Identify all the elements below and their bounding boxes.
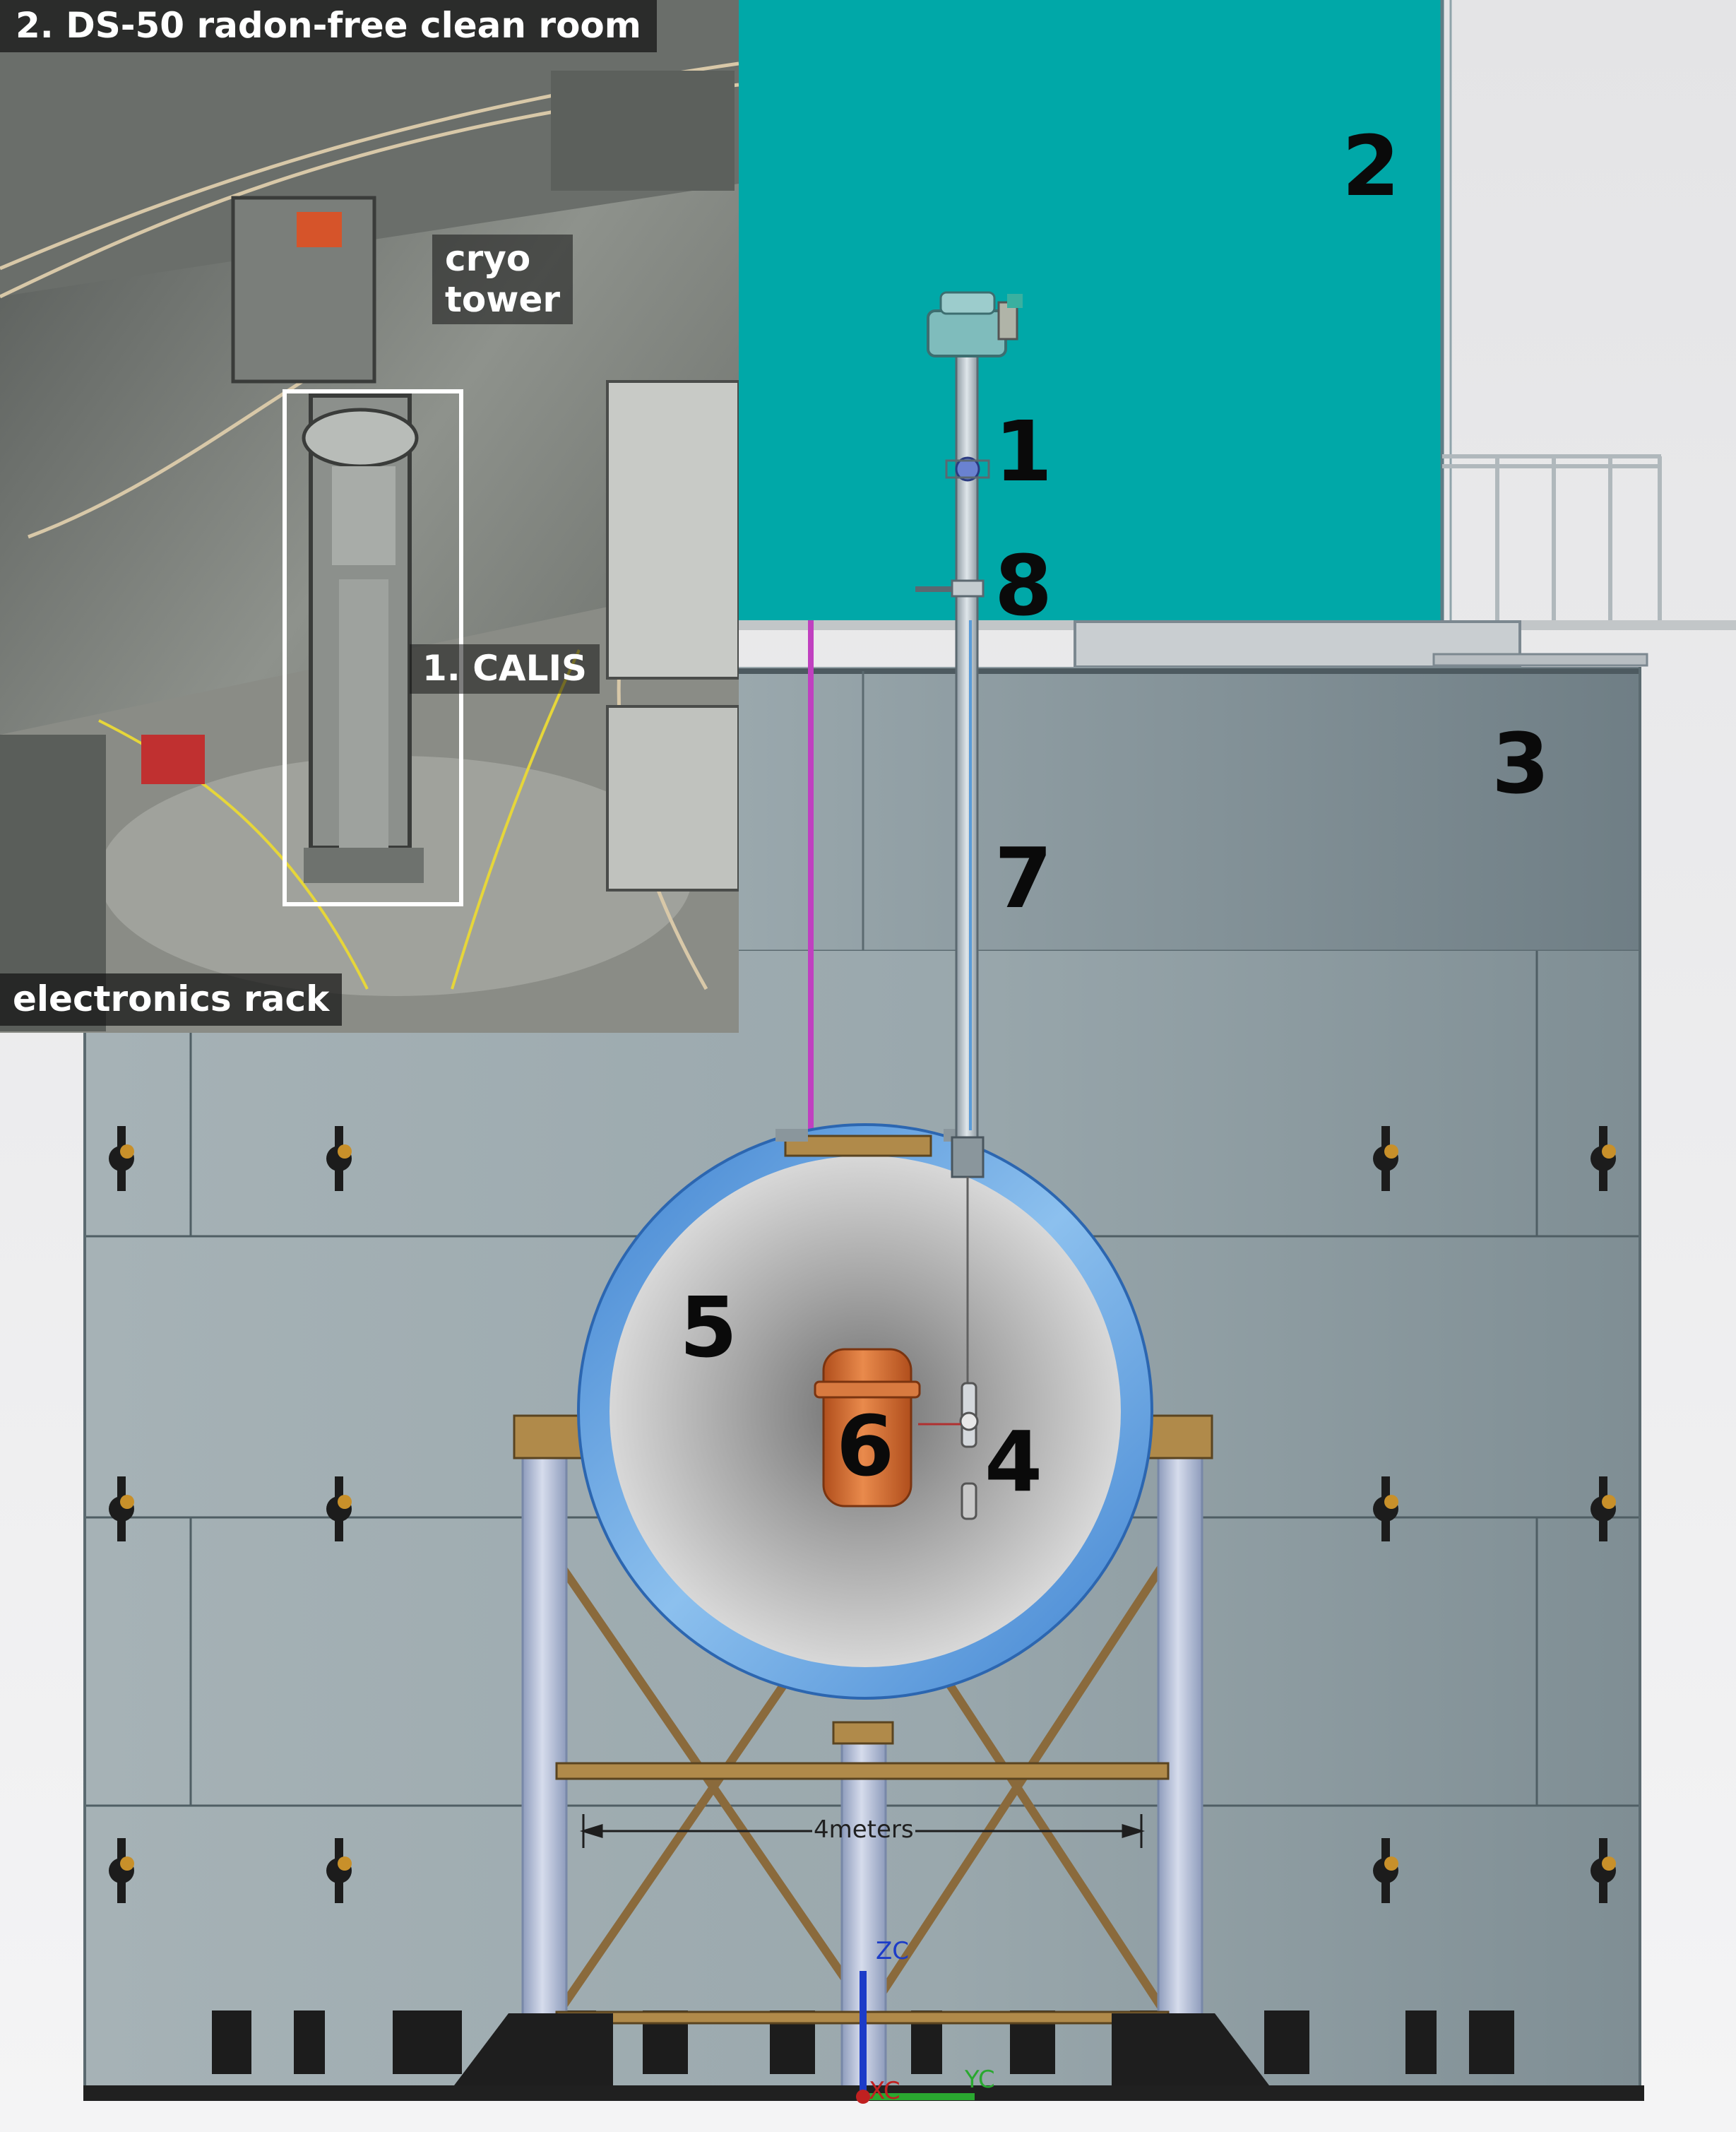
- water-tank-top: [739, 667, 1640, 951]
- clean-room-block: [739, 0, 1442, 620]
- scale-bar: [579, 1814, 1146, 1848]
- callout-1: 1: [994, 403, 1053, 500]
- axis-label-y: YC: [965, 2066, 995, 2094]
- axis-triad: [856, 1971, 975, 2104]
- scale-label: 4meters: [814, 1816, 914, 1844]
- sphere-top-port: [784, 1135, 932, 1157]
- axis-label-z: ZC: [876, 1937, 910, 1965]
- base-plate-right: [1112, 2013, 1271, 2088]
- callout-4: 4: [985, 1413, 1043, 1510]
- callout-6: 6: [836, 1397, 895, 1495]
- calis-label: 1. CALIS: [410, 644, 600, 694]
- callout-5: 5: [679, 1279, 738, 1376]
- callout-3: 3: [1492, 715, 1550, 812]
- source-capsule: [918, 1382, 979, 1520]
- cryo-tower-line-2: tower: [445, 278, 561, 320]
- electronics-rack-label: electronics rack: [0, 973, 343, 1026]
- calis-head: [915, 291, 1023, 598]
- callout-8: 8: [994, 537, 1053, 634]
- clean-room-photo: 2. DS-50 radon-free clean room cryo towe…: [0, 0, 739, 1033]
- cryostat: [814, 1348, 921, 1508]
- base-plate-left: [452, 2013, 613, 2088]
- pmt-clusters: [109, 1126, 1616, 1903]
- axis-label-x: XC: [869, 2077, 900, 2105]
- cross-beam: [555, 1762, 1170, 1780]
- cryo-tower-line-1: cryo: [445, 238, 531, 279]
- railing: [1442, 454, 1662, 622]
- callout-2: 2: [1342, 117, 1401, 215]
- photo-title: 2. DS-50 radon-free clean room: [0, 0, 657, 52]
- callout-7: 7: [994, 829, 1053, 927]
- cryo-tower-label: cryo tower: [432, 235, 573, 324]
